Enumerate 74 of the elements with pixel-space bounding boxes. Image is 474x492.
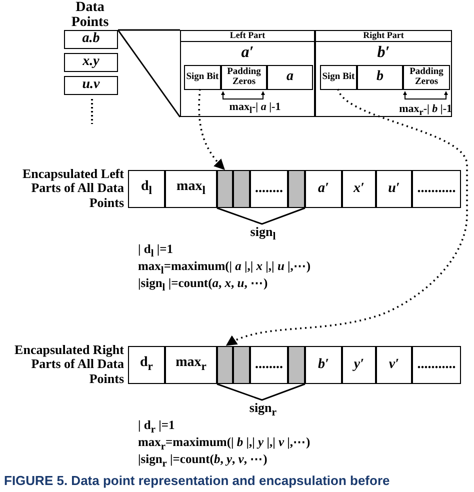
formula: |sign$_{l}$ |=count(a, x, u, ⋯) — [138, 277, 269, 294]
part-symbol: a′ — [240, 45, 255, 62]
shaded-cell — [217, 170, 233, 208]
cell — [267, 65, 313, 90]
part-header: Left Part — [181, 31, 314, 42]
cell — [165, 170, 217, 208]
formula: | d$_{r}$ |=1 — [138, 419, 176, 436]
dimension-label: max$_{r}$-| b |-1 — [398, 103, 452, 118]
formula: | d$_{l}$ |=1 — [138, 243, 174, 260]
cell-text: u.v — [82, 78, 100, 93]
shaded-cell — [233, 170, 250, 208]
cell-text: x.y — [82, 55, 100, 70]
cell — [64, 30, 118, 49]
cell-text: a — [286, 70, 294, 85]
cell-text: d$_{l}$ — [140, 180, 152, 198]
part-panel — [315, 30, 452, 117]
cell-text: Sign Bit — [186, 72, 219, 82]
cell-text: v′ — [388, 358, 400, 372]
row-label: Encapsulated Left Parts of All Data Points — [22, 167, 124, 210]
cell-text: a.b — [82, 32, 100, 47]
zoom-line — [117, 29, 181, 118]
dimension-label: max$_{l}$-| a |-1 — [228, 101, 282, 116]
cell-text: Sign Bit — [322, 72, 355, 82]
dotted-arrow — [198, 88, 225, 170]
cell-text: max$_{r}$ — [176, 356, 206, 374]
cell-text: b — [376, 70, 384, 85]
cell — [221, 65, 267, 90]
cell — [184, 65, 221, 90]
cell-text: u′ — [388, 182, 400, 196]
formula: max$_{l}$=maximum(| a |,| x |,| u |,⋯) — [138, 260, 312, 277]
bracket-label: sign$_{r}$ — [248, 401, 278, 420]
cell — [64, 76, 118, 95]
cell-text: Padding Zeros — [226, 68, 262, 88]
cell — [320, 65, 357, 90]
cell — [250, 346, 288, 384]
cell-text: ........ — [255, 182, 283, 196]
cell — [250, 170, 288, 208]
cell-text: d$_{r}$ — [140, 356, 153, 374]
part-header: Right Part — [316, 31, 451, 42]
cell — [403, 65, 450, 90]
cell — [376, 346, 412, 384]
part-symbol: b′ — [376, 45, 391, 62]
cell — [128, 170, 165, 208]
cell — [342, 170, 376, 208]
dotted-arrow — [226, 88, 468, 346]
shaded-cell — [288, 170, 305, 208]
bracket-label: sign$_{l}$ — [249, 225, 277, 244]
row-label: Encapsulated Right Parts of All Data Points — [14, 343, 124, 386]
cell — [305, 170, 342, 208]
shaded-cell — [233, 346, 250, 384]
formula: max$_{r}$=maximum(| b |,| y |,| v |,⋯) — [138, 436, 312, 453]
cell — [376, 170, 412, 208]
cell-text: Padding Zeros — [408, 68, 444, 88]
cell-text: ........... — [417, 182, 456, 196]
cell — [412, 346, 461, 384]
cell — [64, 53, 118, 72]
formula: |sign$_{r}$ |=count(b, y, v, ⋯) — [138, 453, 268, 470]
part-panel — [180, 30, 315, 117]
caption: FIGURE 5. Data point representation and encapsulation before — [4, 474, 390, 488]
cell-text: a′ — [318, 182, 329, 196]
cell — [357, 65, 403, 90]
cell-text: x′ — [354, 182, 364, 196]
cell — [165, 346, 217, 384]
cell-text: ........... — [417, 358, 456, 372]
cell-text: y′ — [354, 358, 364, 372]
cell — [342, 346, 376, 384]
cell — [128, 346, 165, 384]
cell — [412, 170, 461, 208]
shaded-cell — [217, 346, 233, 384]
cell-text: max$_{l}$ — [176, 180, 206, 198]
cell — [305, 346, 342, 384]
shaded-cell — [288, 346, 305, 384]
cell-text: b′ — [318, 358, 329, 372]
cell-text: ........ — [255, 358, 283, 372]
